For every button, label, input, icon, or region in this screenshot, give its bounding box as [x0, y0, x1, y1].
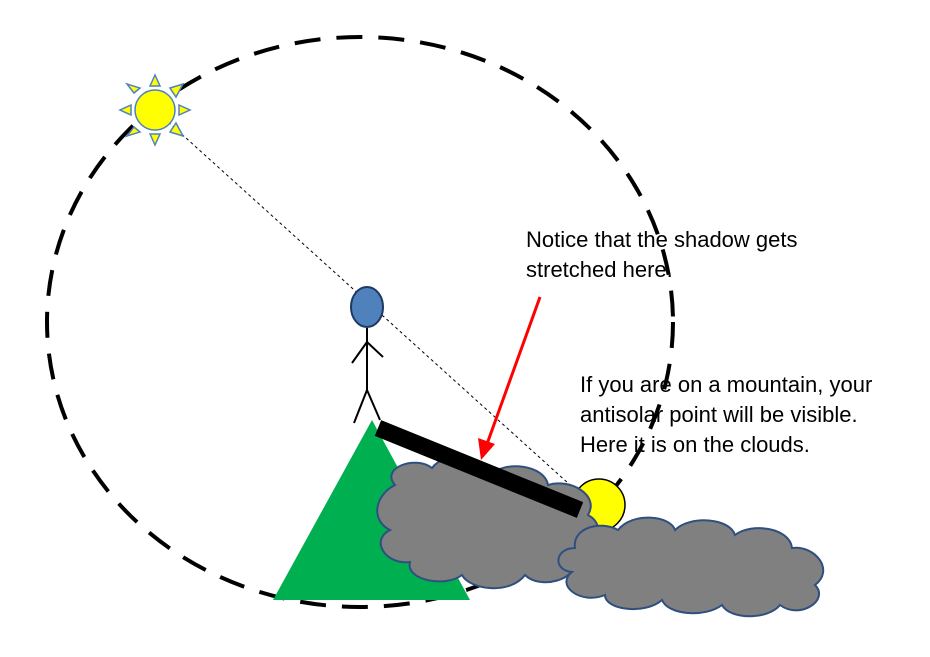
sun-ray — [118, 103, 132, 117]
sun-ray — [124, 82, 142, 95]
sun-path-orbit — [45, 35, 675, 609]
sun-ray — [148, 133, 162, 147]
line-of-sight — [154, 109, 601, 513]
shadow-caption-line1: Notice that the shadow gets — [526, 227, 798, 252]
figure-leg-right — [366, 389, 381, 421]
stretched-shadow — [374, 420, 584, 518]
figure-arm-right — [366, 341, 384, 358]
arrow-icon — [478, 296, 542, 460]
sun-ray — [168, 121, 185, 138]
sun-ray — [178, 103, 192, 117]
mountain-caption-line1: If you are on a mountain, your — [580, 372, 873, 397]
shadow-caption: Notice that the shadow gets stretched he… — [526, 225, 886, 285]
mountain-caption: If you are on a mountain, your antisolar… — [580, 370, 925, 460]
sun-ray — [124, 125, 142, 138]
figure-arm-left — [351, 341, 368, 364]
sun-disc — [134, 89, 176, 131]
sun-ray — [148, 73, 162, 87]
shadow-caption-line2: stretched here. — [526, 257, 673, 282]
cloud-icon — [557, 516, 825, 618]
figure-leg-left — [353, 389, 368, 424]
sun-ray — [168, 82, 185, 99]
mountain-caption-line3: Here it is on the clouds. — [580, 432, 810, 457]
stick-figure-icon — [351, 328, 384, 424]
sun-icon — [118, 73, 192, 147]
mountain-caption-line2: antisolar point will be visible. — [580, 402, 858, 427]
figure-head — [350, 286, 384, 328]
